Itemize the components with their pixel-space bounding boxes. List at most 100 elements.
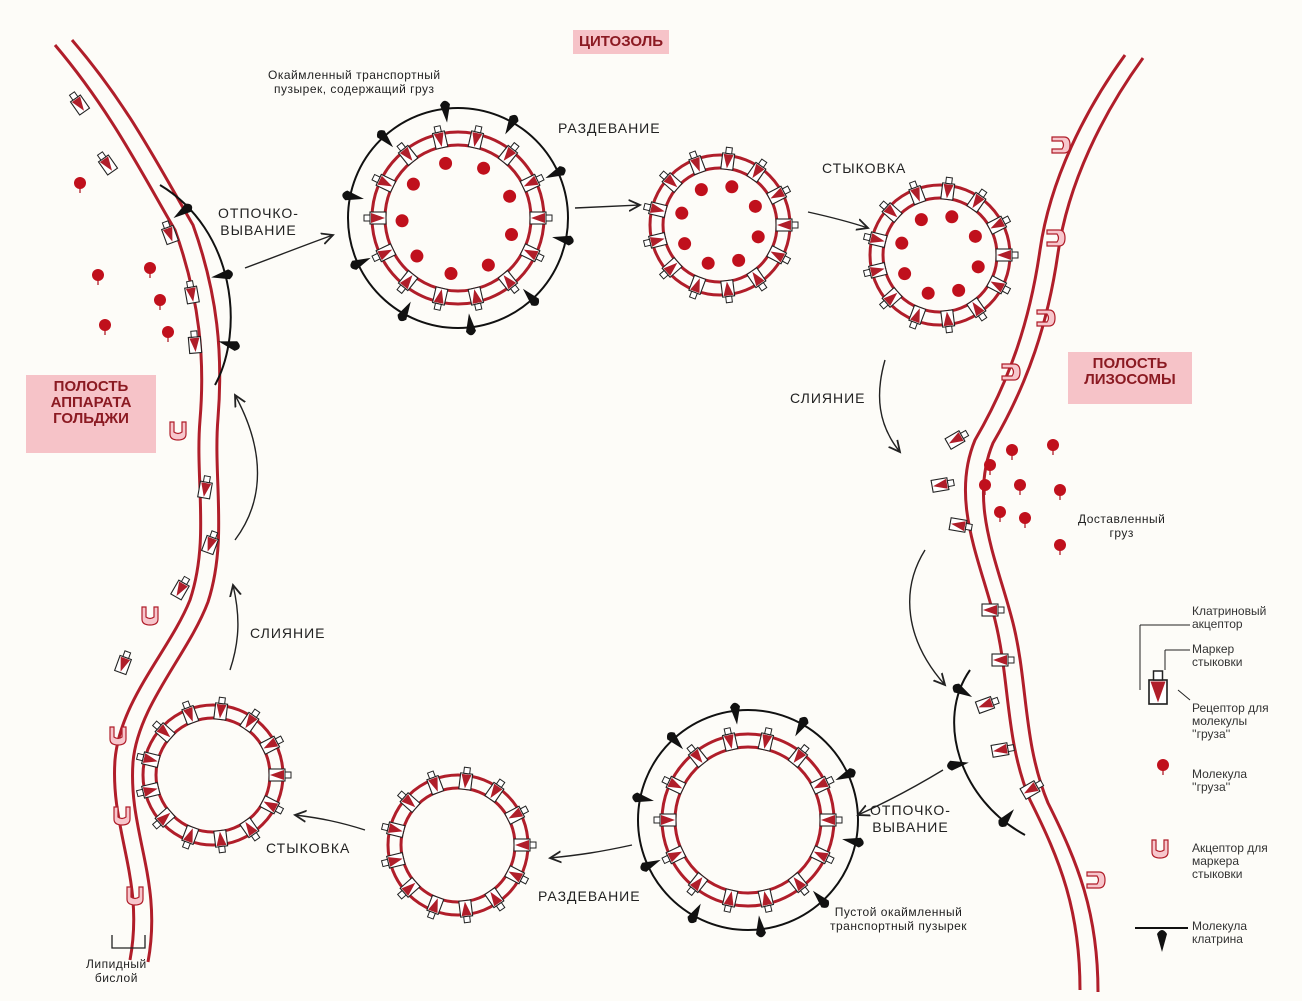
golgi-lumen-label: ПОЛОСТЬ АППАРАТА ГОЛЬДЖИ [26, 375, 156, 453]
clathrin-molecule [841, 834, 865, 848]
cargo-molecule [752, 230, 765, 243]
budding-bottom-label: ОТПОЧКО- ВЫВАНИЕ [870, 802, 951, 836]
clathrin-molecule [440, 100, 452, 123]
docking-vesicle-right [863, 177, 1018, 333]
cargo-molecule [477, 162, 490, 175]
cargo-molecule [396, 214, 409, 227]
clathrin-molecule [519, 285, 541, 308]
receptor [643, 233, 667, 250]
arrow-fusion-right [880, 360, 900, 452]
uncoating-bottom-label: РАЗДЕВАНИЕ [538, 888, 641, 904]
receptor [468, 287, 485, 311]
arrow-fusion-left [230, 585, 238, 670]
uncoating-top-label: РАЗДЕВАНИЕ [558, 120, 661, 136]
cargo-molecule [444, 267, 457, 280]
receptor [269, 769, 291, 781]
legend-cargo-receptor: Рецептор для молекулы ''груза'' [1192, 702, 1269, 741]
receptor [514, 839, 536, 851]
legend-docking-marker: Маркер стыковки [1192, 643, 1243, 669]
delivered-cargo-note: Доставленный груз [1078, 512, 1165, 540]
arrow-docking-bottom [295, 815, 365, 830]
receptor [431, 287, 448, 311]
cargo-molecule [410, 250, 423, 263]
receptor [996, 249, 1018, 261]
lysosome-lumen-label: ПОЛОСТЬ ЛИЗОСОМЫ [1068, 352, 1192, 404]
cargo-molecule [969, 230, 982, 243]
receptor [459, 900, 474, 923]
arrow-to-budding-right [910, 550, 945, 685]
legend-clathrin-molecule: Молекула клатрина [1192, 920, 1247, 946]
clathrin-molecule [809, 887, 831, 910]
docking-bottom-label: СТЫКОВКА [266, 840, 350, 856]
cargo-molecule [678, 237, 691, 250]
uncoated-vesicle-with-cargo [643, 147, 798, 303]
cargo-molecule [439, 157, 452, 170]
clathrin-molecule [464, 313, 476, 336]
arrow-docking-top [808, 212, 868, 228]
empty-coated-vesicle-note: Пустой окаймленный транспортный пузырек [830, 905, 967, 933]
cargo-molecule [922, 287, 935, 300]
clathrin-molecule [631, 792, 655, 806]
receptor [530, 212, 552, 224]
receptor [505, 803, 530, 824]
receptor [431, 125, 448, 149]
cargo-molecule [482, 259, 495, 272]
receptor [364, 212, 386, 224]
receptor [776, 219, 798, 231]
cargo-molecule [732, 254, 745, 267]
fusion-right-label: СЛИЯНИЕ [790, 390, 866, 406]
receptor [758, 889, 775, 913]
receptor [810, 846, 835, 866]
cytosol-label: ЦИТОЗОЛЬ [573, 30, 669, 54]
receptor [468, 125, 485, 149]
receptor [987, 213, 1012, 234]
receptor [907, 180, 926, 205]
receptor [260, 733, 285, 754]
receptor [505, 866, 530, 887]
lipid-bilayer-note: Липидный бислой [86, 957, 147, 985]
docking-vesicle-left [136, 697, 291, 853]
receptor [661, 846, 686, 866]
arrow-uncoating-bottom [550, 845, 632, 858]
legend-cargo-molecule: Молекула ''груза'' [1192, 768, 1247, 794]
cargo-molecule [505, 228, 518, 241]
fusion-left-label: СЛИЯНИЕ [250, 625, 326, 641]
lipid-bilayer-bracket [112, 935, 145, 948]
cargo-molecule [695, 183, 708, 196]
receptor [721, 147, 736, 170]
receptor [260, 796, 285, 817]
receptor [180, 825, 199, 850]
cargo-molecule [945, 210, 958, 223]
receptor [687, 150, 706, 175]
arrow-budding-top [245, 235, 333, 268]
receptor [643, 201, 667, 218]
receptor [907, 305, 926, 330]
cargo-molecule [952, 284, 965, 297]
legend-clathrin-acceptor: Клатриновый акцептор [1192, 605, 1266, 631]
empty-uncoated-vesicle [381, 767, 536, 923]
receptor [425, 770, 444, 795]
receptor [721, 280, 736, 303]
receptor [767, 183, 792, 204]
cargo-molecule [895, 237, 908, 250]
clathrin-molecule [551, 232, 575, 246]
delivered-cargo-molecules [979, 439, 1066, 555]
receptor [721, 727, 738, 751]
arrow-uncoating-top [575, 205, 640, 208]
receptor [767, 246, 792, 267]
receptor [820, 814, 842, 826]
clathrin-molecule [341, 190, 365, 204]
receptor [214, 697, 229, 720]
budding-top-label: ОТПОЧКО- ВЫВАНИЕ [218, 205, 299, 239]
receptor [863, 263, 887, 280]
receptor [721, 889, 738, 913]
lysosome-clathrin-coat [946, 670, 1025, 835]
receptor [459, 767, 474, 790]
receptor [425, 895, 444, 920]
coated-vesicle-with-cargo [341, 100, 574, 336]
receptor [863, 231, 887, 248]
cargo-molecule [749, 200, 762, 213]
cargo-molecule [675, 207, 688, 220]
receptor [180, 700, 199, 725]
receptor [758, 727, 775, 751]
